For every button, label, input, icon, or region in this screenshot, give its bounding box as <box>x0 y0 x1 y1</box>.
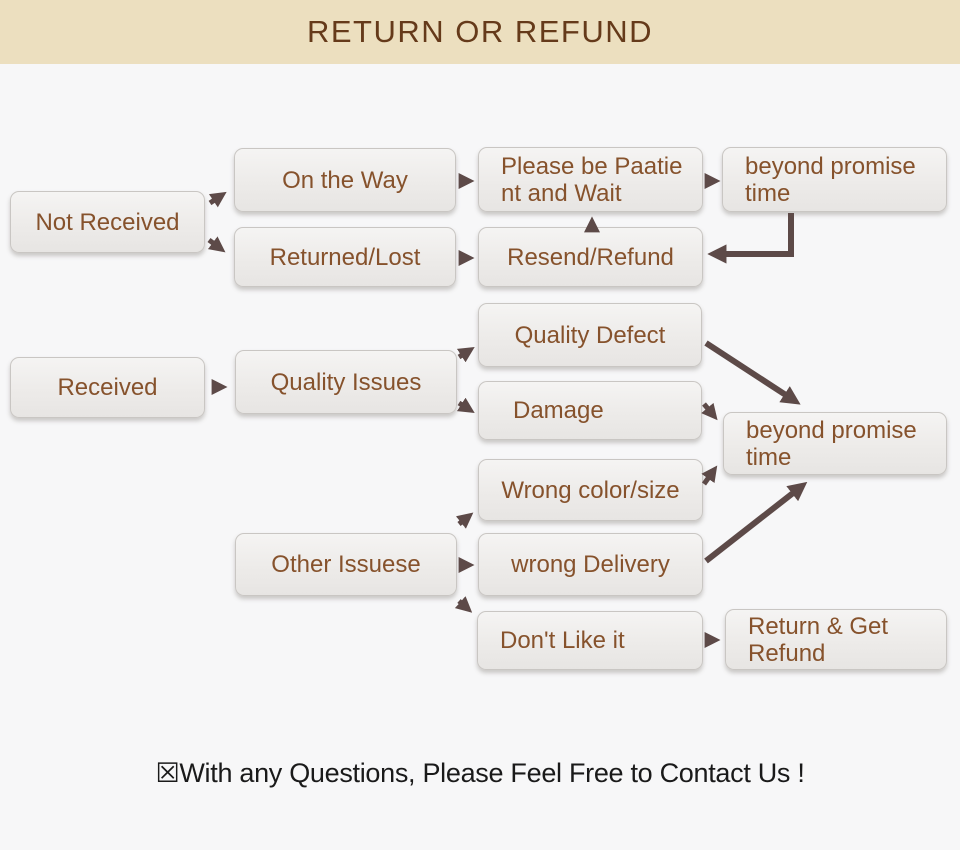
node-beyond-promise-time-2: beyond promise time <box>723 412 947 475</box>
page-title: RETURN OR REFUND <box>306 14 654 49</box>
node-damage: Damage <box>478 381 702 440</box>
arrow-wrong-delivery-to-beyond-promise-2 <box>704 481 808 564</box>
node-on-the-way: On the Way <box>234 148 456 212</box>
node-resend-refund: Resend/Refund <box>478 227 703 287</box>
arrow-quality-issues-to-damage <box>456 397 475 414</box>
arrow-damage-to-beyond-promise-2 <box>701 402 718 421</box>
node-wrong-color-size: Wrong color/size <box>478 459 703 521</box>
node-please-be-patient: Please be Paatie nt and Wait <box>478 147 703 212</box>
node-quality-defect: Quality Defect <box>478 303 702 367</box>
arrow-quality-defect-to-beyond-promise-2 <box>704 340 801 405</box>
node-quality-issues: Quality Issues <box>235 350 457 414</box>
arrow-quality-issues-to-quality-defect <box>456 346 475 363</box>
node-other-issuese: Other Issuese <box>235 533 457 596</box>
node-wrong-delivery: wrong Delivery <box>478 533 703 596</box>
contact-note: ☒With any Questions, Please Feel Free to… <box>155 758 805 788</box>
page-header: RETURN OR REFUND <box>0 0 960 64</box>
node-received: Received <box>10 357 205 418</box>
arrow-wrong-color-size-to-beyond-promise-2 <box>701 465 718 486</box>
arrow-other-issuese-to-wrong-color-size <box>455 512 474 529</box>
arrow-other-issuese-to-dont-like-it <box>454 596 473 613</box>
arrow-beyond-promise-1-to-resend-refund <box>707 213 794 264</box>
node-return-get-refund: Return & Get Refund <box>725 609 947 670</box>
arrow-not-received-to-on-the-way <box>208 191 227 208</box>
node-returned-lost: Returned/Lost <box>234 227 456 287</box>
arrow-not-received-to-returned-lost <box>207 236 226 253</box>
node-not-received: Not Received <box>10 191 205 253</box>
node-dont-like-it: Don't Like it <box>477 611 703 670</box>
node-beyond-promise-time-1: beyond promise time <box>722 147 947 212</box>
